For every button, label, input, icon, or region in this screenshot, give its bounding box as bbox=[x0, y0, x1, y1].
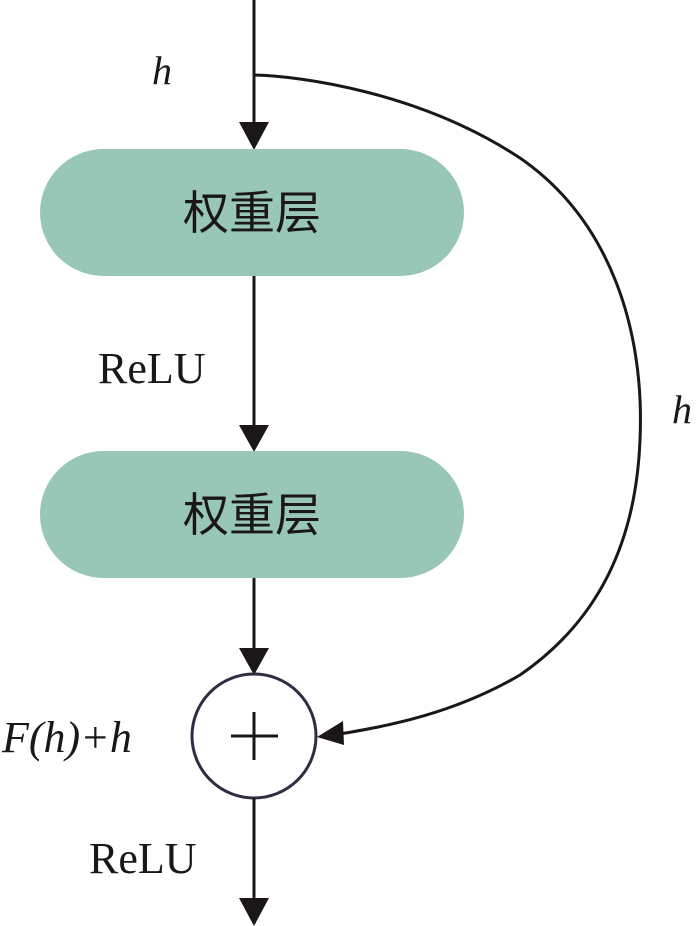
relu-arrow bbox=[239, 276, 269, 452]
sum-node bbox=[190, 672, 318, 800]
shortcut-connection bbox=[253, 73, 642, 745]
arrowhead-icon bbox=[317, 721, 344, 745]
weight-layer-1-label: 权重层 bbox=[183, 186, 321, 240]
input-arrow bbox=[239, 0, 269, 150]
weight-layer-1: 权重层 bbox=[40, 149, 464, 276]
output-arrow bbox=[239, 798, 269, 926]
relu-label-1: ReLU bbox=[98, 344, 206, 393]
weight-layer-2-label: 权重层 bbox=[183, 488, 321, 542]
shortcut-label: h bbox=[672, 387, 692, 432]
weight-layer-2: 权重层 bbox=[40, 451, 464, 578]
arrowhead-icon bbox=[239, 648, 269, 675]
residual-arrow bbox=[239, 578, 269, 675]
arrowhead-icon bbox=[239, 122, 269, 150]
arrowhead-icon bbox=[239, 425, 269, 452]
relu-label-2: ReLU bbox=[89, 834, 197, 883]
sum-label: F(h)+h bbox=[1, 713, 132, 762]
input-label: h bbox=[152, 48, 172, 93]
arrowhead-icon bbox=[239, 898, 269, 926]
